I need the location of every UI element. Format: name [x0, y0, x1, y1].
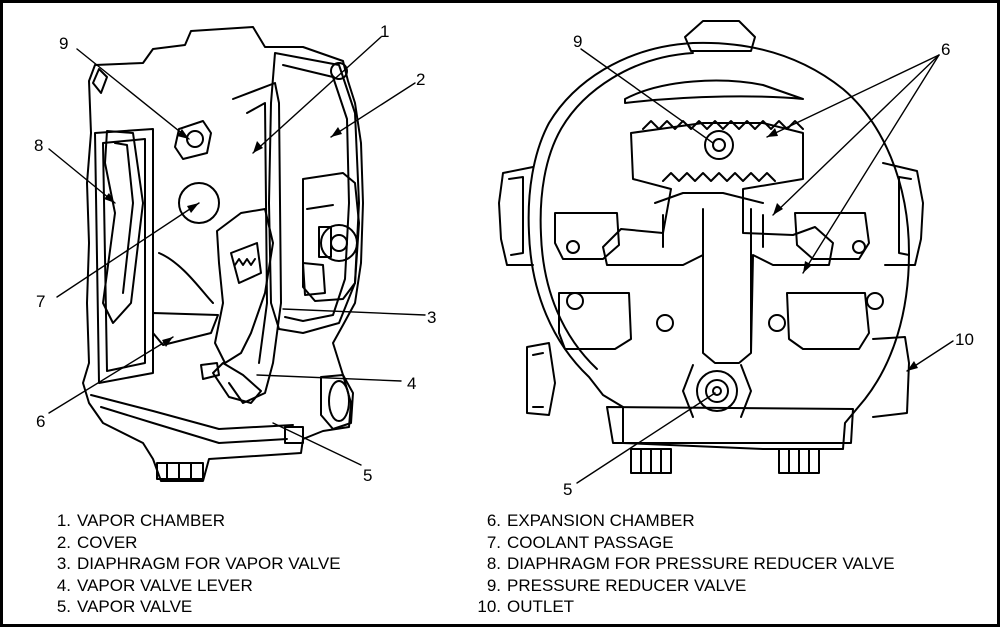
- callout-left-1: 1: [380, 22, 390, 41]
- legend-label: EXPANSION CHAMBER: [507, 511, 695, 530]
- callout-left-3: 3: [427, 308, 437, 327]
- legend-item: 3. DIAPHRAGM FOR VAPOR VALVE: [43, 553, 341, 575]
- callout-right-5: 5: [563, 480, 573, 499]
- callout-left-7: 7: [36, 292, 46, 311]
- callout-left-4: 4: [407, 374, 417, 393]
- legend-label: COOLANT PASSAGE: [507, 532, 674, 552]
- leader-lines: [48, 36, 954, 484]
- legend-label: VAPOR VALVE: [77, 597, 193, 616]
- legend-item: 8. DIAPHRAGM FOR PRESSURE REDUCER VALVE: [473, 553, 895, 575]
- callout-left-8: 8: [34, 136, 44, 155]
- legend-number: 10.: [477, 597, 501, 616]
- legend-number: 5.: [56, 597, 71, 616]
- left-assembly-drawing: [82, 26, 364, 482]
- callout-left-9: 9: [59, 34, 69, 53]
- legend-item: 2. COVER: [43, 532, 341, 554]
- diagram-artwork: [48, 20, 954, 484]
- legend-item: 4. VAPOR VALVE LEVER: [43, 575, 341, 597]
- legend-item: 6. EXPANSION CHAMBER: [473, 510, 895, 532]
- legend-label: PRESSURE REDUCER VALVE: [507, 575, 747, 595]
- legend-number: 3.: [56, 554, 71, 573]
- callout-right-10: 10: [955, 330, 974, 349]
- legend-label: OUTLET: [507, 597, 575, 616]
- legend-number: 9.: [486, 575, 501, 595]
- legend-number: 8.: [486, 554, 501, 573]
- legend-right: 6. EXPANSION CHAMBER 7. COOLANT PASSAGE 8.…: [473, 510, 895, 618]
- legend-label: DIAPHRAGM FOR PRESSURE REDUCER VALVE: [507, 554, 895, 573]
- legend-label: COVER: [77, 532, 138, 552]
- legend-number: 7.: [486, 532, 501, 552]
- legend-label: DIAPHRAGM FOR VAPOR VALVE: [77, 554, 341, 573]
- callout-right-9: 9: [573, 32, 583, 51]
- legend-item: 7. COOLANT PASSAGE: [473, 532, 895, 554]
- legend-number: 2.: [56, 532, 71, 552]
- callout-left-5: 5: [363, 466, 373, 485]
- callout-left-2: 2: [416, 70, 426, 89]
- legend-item: 10. OUTLET: [473, 596, 895, 618]
- right-assembly-drawing: [498, 20, 924, 474]
- legend-label: VAPOR CHAMBER: [77, 511, 225, 530]
- legend-number: 1.: [56, 511, 71, 530]
- legend-item: 1. VAPOR CHAMBER: [43, 510, 341, 532]
- legend-item: 5. VAPOR VALVE: [43, 596, 341, 618]
- legend-left: 1. VAPOR CHAMBER 2. COVER 3. DIAPHRAGM FOR …: [43, 510, 341, 618]
- legend-label: VAPOR VALVE LEVER: [77, 575, 253, 595]
- legend-number: 4.: [56, 575, 71, 595]
- leader-arrowheads: [104, 127, 918, 371]
- legend-item: 9. PRESSURE REDUCER VALVE: [473, 575, 895, 597]
- legend-number: 6.: [486, 511, 501, 530]
- callout-right-6: 6: [941, 40, 951, 59]
- callout-left-6: 6: [36, 412, 46, 431]
